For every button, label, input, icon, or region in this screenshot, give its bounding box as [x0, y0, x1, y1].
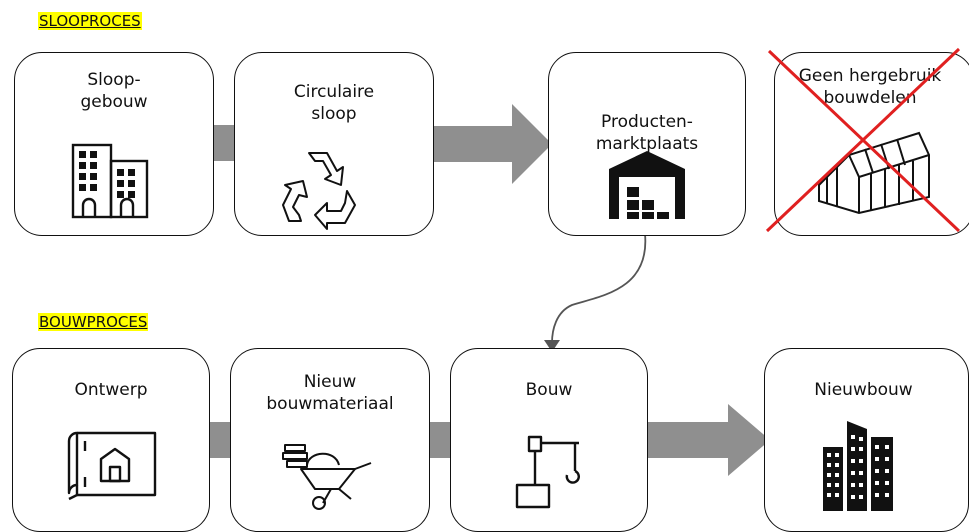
box-label: Nieuw bouwmateriaal: [266, 372, 394, 414]
box-label: Ontwerp: [74, 380, 148, 400]
recycle-icon: [282, 152, 356, 230]
demolition-section-title: SLOOPROCES: [38, 12, 142, 30]
warehouse-icon: [609, 151, 685, 219]
box-label: Geen hergebruik bouwdelen: [798, 66, 942, 108]
blueprint-icon: [67, 431, 157, 501]
box-label: Bouw: [525, 380, 573, 400]
arrow-circulaire-marktplaats: [432, 104, 552, 184]
box-label: Sloop- gebouw: [80, 70, 148, 112]
box-sloopgebouw: Sloop- gebouw: [14, 52, 214, 236]
skyscraper-icon: [823, 421, 893, 511]
box-label: Circulaire sloop: [293, 82, 375, 124]
box-bouw: Bouw: [450, 348, 648, 532]
box-ontwerp: Ontwerp: [12, 348, 210, 532]
connector-marktplaats-bouw: [551, 233, 647, 344]
box-nieuwbouw: Nieuwbouw: [764, 348, 969, 532]
connector-arrowhead: [544, 340, 560, 352]
buildings-icon: [71, 143, 149, 219]
crane-icon: [515, 435, 580, 509]
box-nieuw-bouwmateriaal: Nieuw bouwmateriaal: [230, 348, 430, 532]
box-productenmarktplaats: Producten- marktplaats: [548, 52, 746, 236]
box-circulaire-sloop: Circulaire sloop: [234, 52, 434, 236]
construction-section-title: BOUWPROCES: [38, 313, 149, 331]
cross-out-icon: [765, 47, 961, 233]
box-label: Nieuwbouw: [814, 380, 913, 400]
wheelbarrow-icon: [282, 444, 372, 510]
box-geen-hergebruik: Geen hergebruik bouwdelen: [765, 47, 969, 236]
box-label: Producten- marktplaats: [595, 112, 699, 154]
arrow-bouw-nieuwbouw: [646, 404, 770, 476]
